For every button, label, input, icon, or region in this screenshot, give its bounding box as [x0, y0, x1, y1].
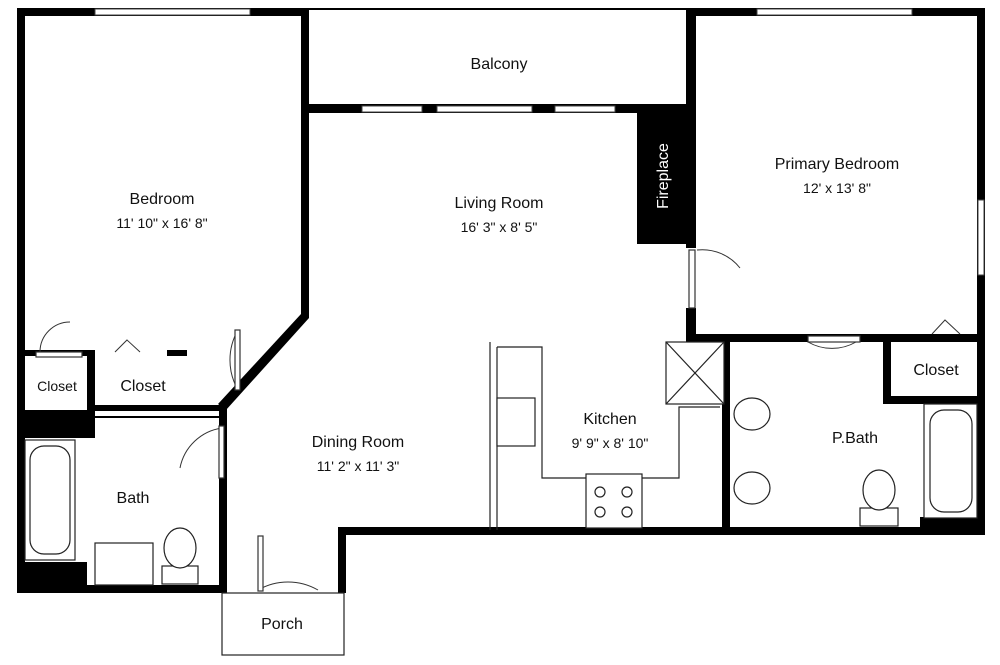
pbath-name: P.Bath: [832, 430, 878, 447]
dining-name: Dining Room: [312, 434, 404, 451]
living-name: Living Room: [455, 195, 544, 212]
bedroom-dims: 11' 10" x 16' 8": [116, 215, 207, 231]
closet-bedroom-name: Closet: [120, 378, 166, 395]
closet-primary-name: Closet: [913, 362, 959, 379]
walls: [17, 8, 985, 593]
fireplace-name: Fireplace: [655, 143, 672, 209]
closet-small-name: Closet: [37, 378, 77, 394]
windows: [94, 8, 985, 276]
kitchen-fixtures: [489, 341, 725, 530]
porch-name: Porch: [261, 616, 303, 633]
kitchen-name: Kitchen: [583, 411, 636, 428]
balcony-name: Balcony: [471, 56, 528, 73]
bedroom-name: Bedroom: [130, 191, 195, 208]
porch-outline: [221, 592, 345, 656]
primary-bedroom-dims: 12' x 13' 8": [803, 180, 871, 196]
primary-bedroom-name: Primary Bedroom: [775, 156, 899, 173]
dining-dims: 11' 2" x 11' 3": [317, 458, 400, 474]
living-dims: 16' 3" x 8' 5": [461, 219, 538, 235]
bath-fixtures: [24, 397, 978, 586]
bath-name: Bath: [117, 490, 150, 507]
kitchen-dims: 9' 9" x 8' 10": [572, 435, 649, 451]
doors: [35, 249, 961, 592]
